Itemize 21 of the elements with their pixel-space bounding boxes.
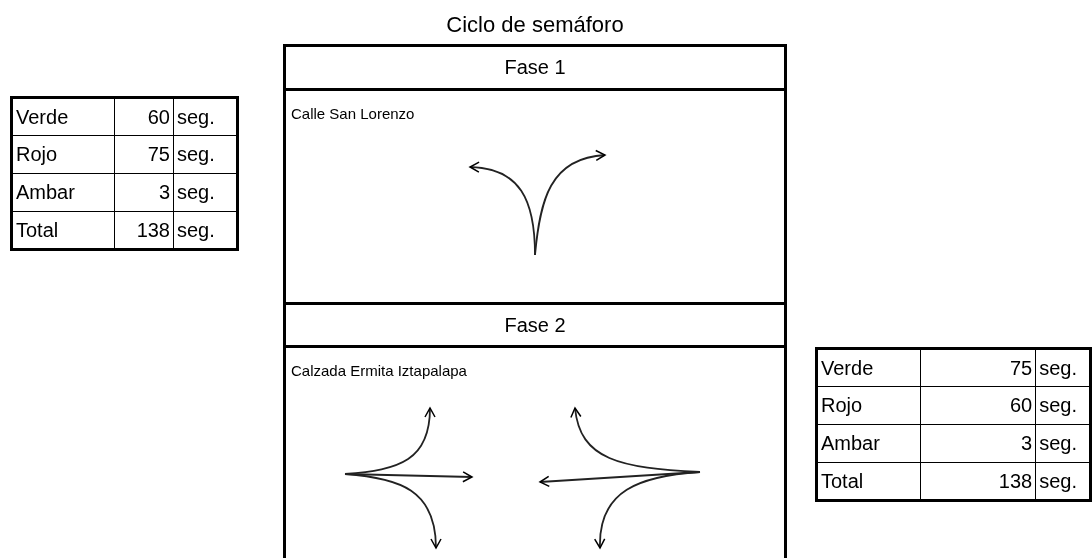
phase-title: Fase 1 bbox=[504, 56, 566, 79]
street-name: Calle San Lorenzo bbox=[291, 105, 415, 122]
duration-cell: 60 bbox=[114, 97, 174, 136]
phase-title: Fase 2 bbox=[504, 313, 566, 337]
street-name: Calzada Ermita Iztapalapa bbox=[291, 362, 467, 379]
phase-color-cell: Rojo bbox=[816, 386, 921, 425]
phase-header bbox=[283, 302, 787, 348]
phase-color-cell: Ambar bbox=[11, 173, 115, 212]
duration-cell: 75 bbox=[114, 135, 174, 174]
phase-color-cell: Verde bbox=[816, 348, 921, 387]
phase-color-cell: Verde bbox=[11, 97, 115, 136]
phase-panel bbox=[283, 88, 787, 305]
phase-color-cell: Ambar bbox=[816, 424, 921, 463]
duration-cell: 75 bbox=[920, 348, 1036, 387]
duration-cell: 3 bbox=[114, 173, 174, 212]
phase-panel bbox=[283, 345, 787, 558]
phase-color-cell: Rojo bbox=[11, 135, 115, 174]
duration-cell: 3 bbox=[920, 424, 1036, 463]
duration-cell: 60 bbox=[920, 386, 1036, 425]
diagram-title: Ciclo de semáforo bbox=[445, 12, 625, 38]
phase-header bbox=[283, 44, 787, 91]
